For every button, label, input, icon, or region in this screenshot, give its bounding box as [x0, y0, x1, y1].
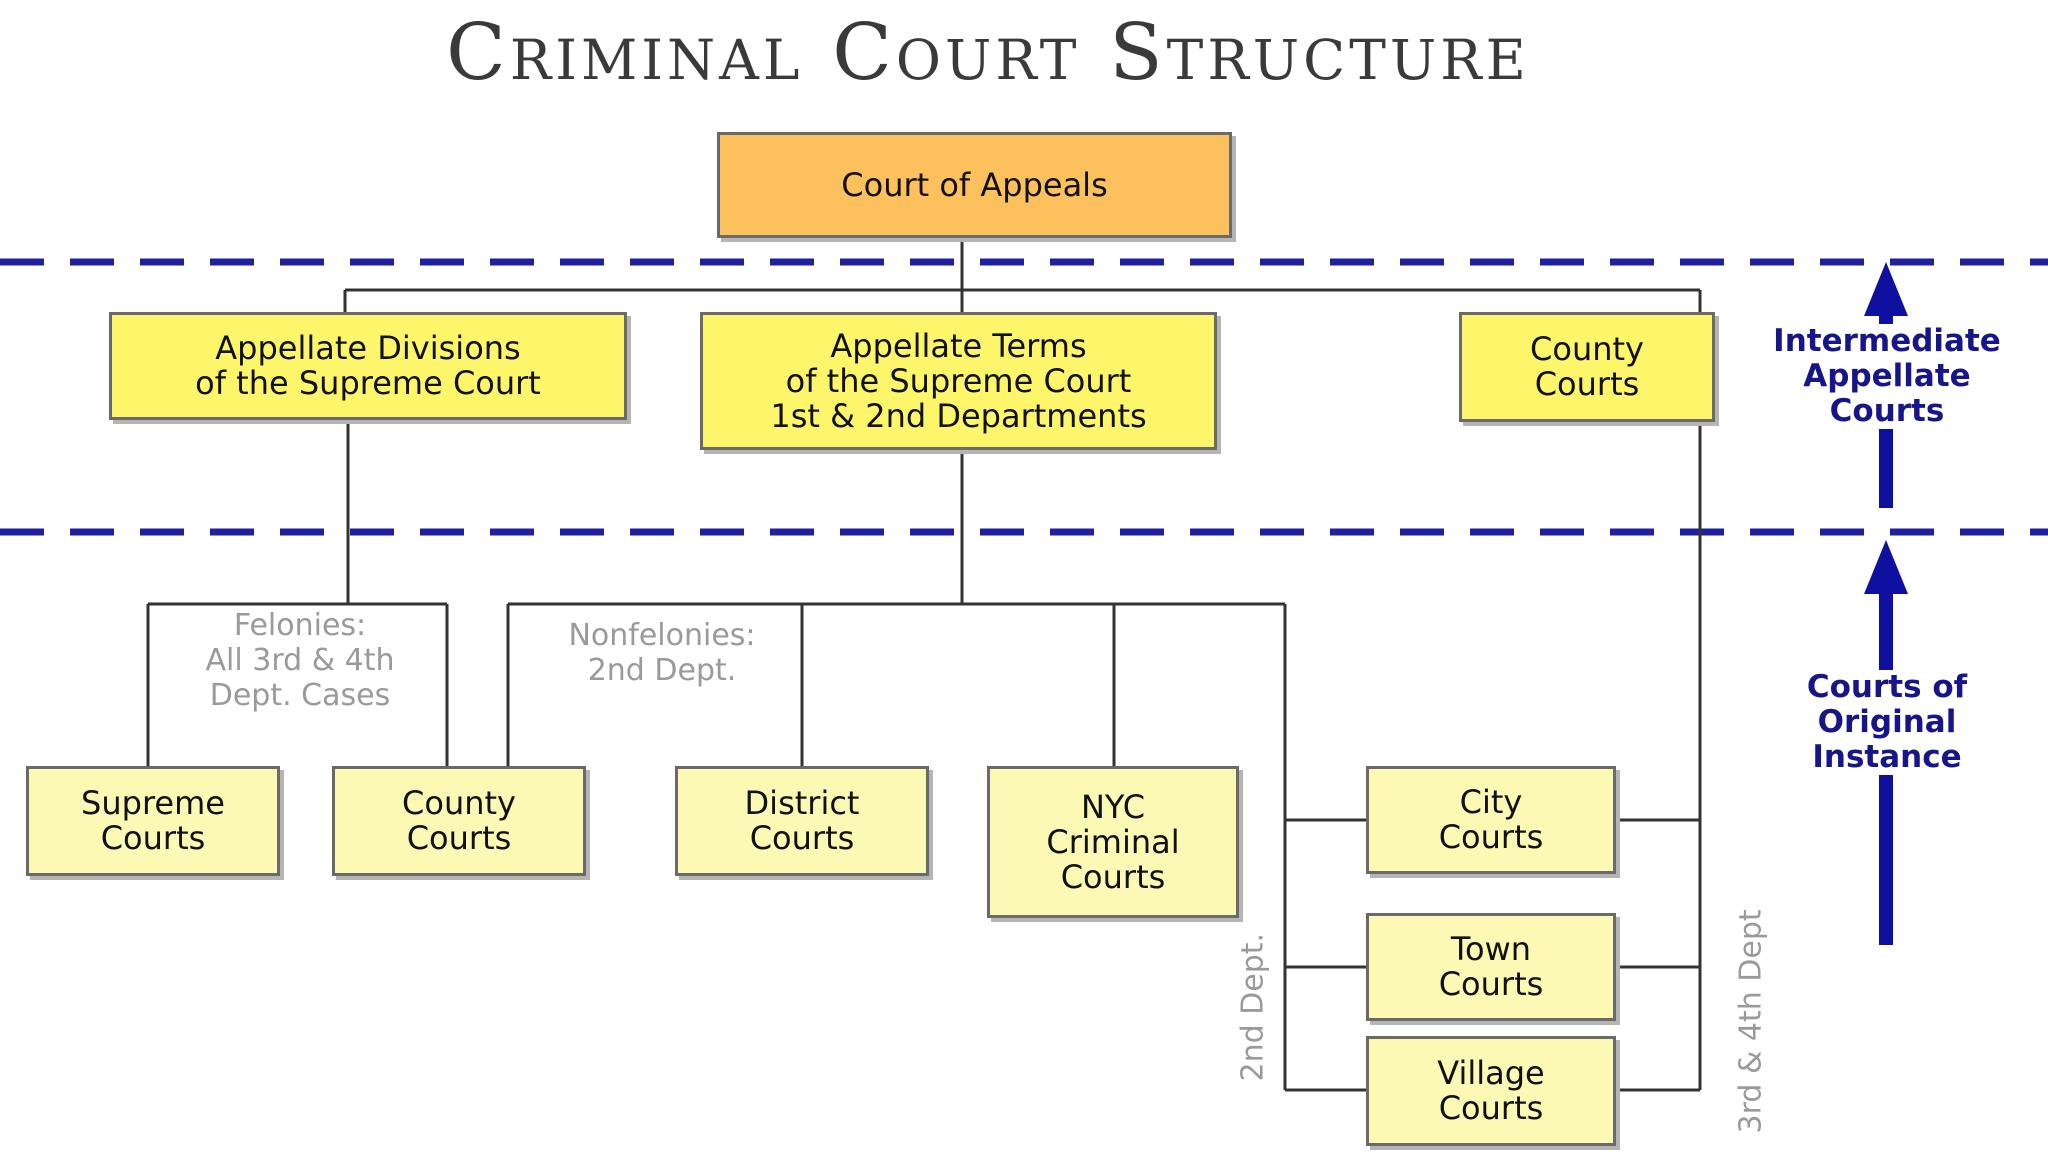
diagram-title: Criminal Court Structure [446, 8, 1530, 98]
original-instance-label: Courts of Original Instance [1762, 670, 2012, 775]
county-courts-box: County Courts [332, 766, 586, 876]
nonfelonies-note: Nonfelonies: 2nd Dept. [568, 618, 756, 688]
county-courts-appellate-box: County Courts [1459, 312, 1715, 422]
second-dept-note: 2nd Dept. [1235, 932, 1271, 1082]
nyc-criminal-courts-box: NYC Criminal Courts [987, 766, 1239, 918]
felonies-note: Felonies: All 3rd & 4th Dept. Cases [205, 608, 395, 713]
intermediate-appellate-label: Intermediate Appellate Courts [1738, 324, 2036, 429]
supreme-courts-box: Supreme Courts [26, 766, 280, 876]
third-fourth-dept-note: 3rd & 4th Dept [1733, 909, 1769, 1134]
connector-lines [146, 238, 1702, 1092]
court-of-appeals-box: Court of Appeals [717, 132, 1232, 238]
town-courts-box: Town Courts [1366, 913, 1616, 1021]
city-courts-box: City Courts [1366, 766, 1616, 874]
district-courts-box: District Courts [675, 766, 929, 876]
appellate-terms-box: Appellate Terms of the Supreme Court 1st… [700, 312, 1217, 450]
appellate-divisions-box: Appellate Divisions of the Supreme Court [109, 312, 627, 420]
village-courts-box: Village Courts [1366, 1036, 1616, 1146]
